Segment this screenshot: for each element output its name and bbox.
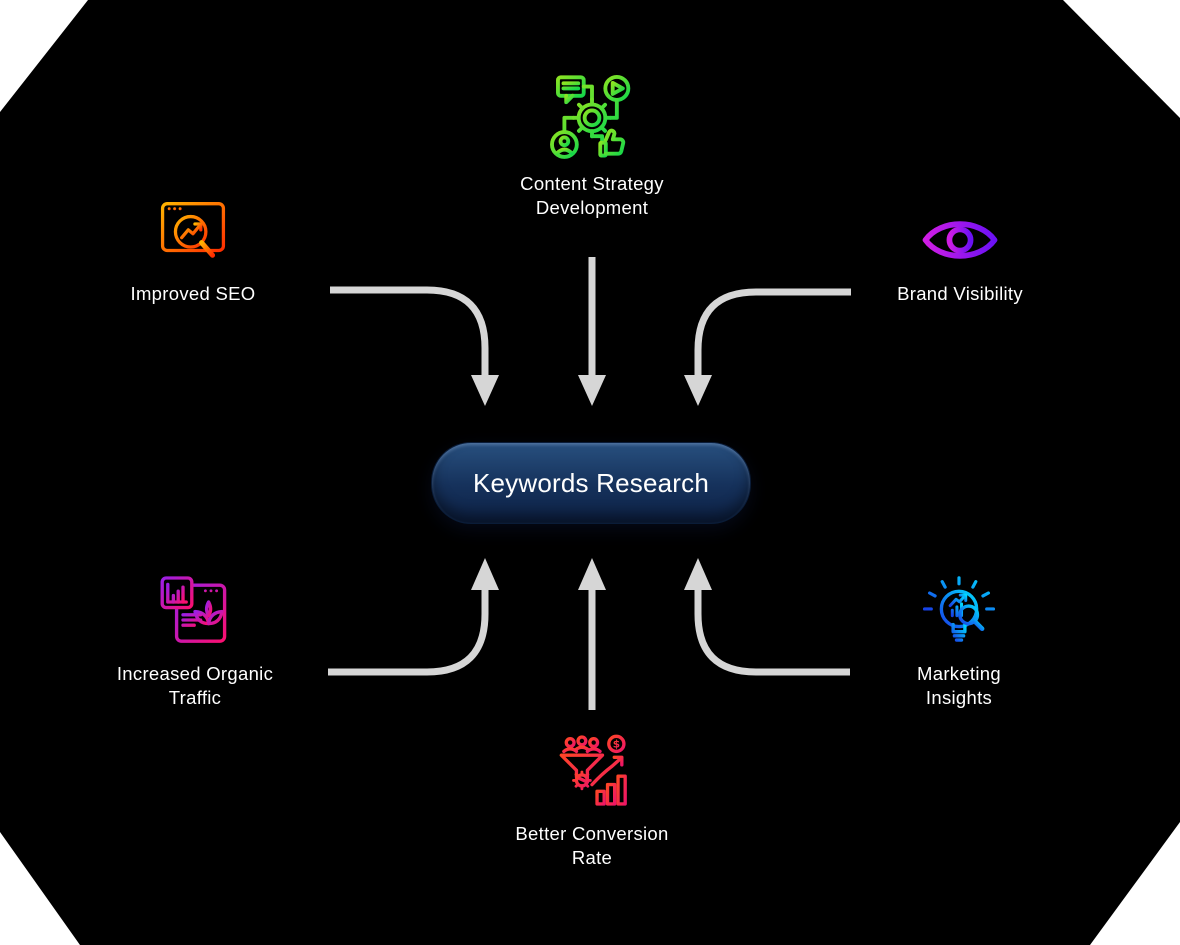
- node-increased-organic-traffic: Increased Organic Traffic: [75, 574, 315, 710]
- arrow-improved-seo: [330, 286, 489, 377]
- node-label-line: Development: [535, 197, 649, 218]
- node-label: Content Strategy Development: [520, 172, 664, 220]
- arrow-marketing-insights: [694, 588, 850, 676]
- node-label-line: Improved SEO: [130, 283, 256, 304]
- arrowhead-improved-seo: [471, 375, 499, 406]
- node-label-line: Better Conversion: [515, 823, 669, 844]
- organic-traffic-plant-icon: [160, 576, 227, 643]
- node-label: Better Conversion Rate: [515, 822, 668, 870]
- dollar-glyph: $: [613, 739, 620, 751]
- node-label-line: Insights: [925, 687, 993, 708]
- node-content-strategy-development: Content Strategy Development: [472, 70, 712, 220]
- arrowhead-organic-traffic: [471, 558, 499, 590]
- node-brand-visibility: Brand Visibility: [840, 194, 1080, 306]
- arrow-brand-visibility: [694, 288, 851, 377]
- node-label: Improved SEO: [131, 282, 256, 306]
- arrowhead-content-strategy: [578, 375, 606, 406]
- node-label: Increased Organic Traffic: [117, 662, 273, 710]
- node-label-line: Increased Organic: [116, 663, 274, 684]
- node-label-line: Rate: [571, 847, 613, 868]
- arrowhead-conversion-rate: [578, 558, 606, 590]
- arrowhead-brand-visibility: [684, 375, 712, 406]
- eye-icon: [922, 221, 998, 259]
- node-label: Brand Visibility: [897, 282, 1023, 306]
- keywords-research-label: Keywords Research: [472, 467, 710, 498]
- node-label-line: Brand Visibility: [897, 283, 1023, 304]
- conversion-funnel-icon: $: [559, 734, 627, 806]
- arrow-organic-traffic: [328, 588, 489, 676]
- keywords-research-pill: Keywords Research: [431, 442, 751, 524]
- node-better-conversion-rate: $ Better Conversion Rate: [472, 730, 712, 870]
- insight-lightbulb-icon: [922, 576, 996, 642]
- node-label-line: Traffic: [168, 687, 222, 708]
- node-label: Marketing Insights: [917, 662, 1001, 710]
- node-label-line: Marketing: [917, 663, 1001, 684]
- seo-browser-magnifier-icon: [160, 202, 226, 258]
- arrowhead-marketing-insights: [684, 558, 712, 590]
- node-label-line: Content Strategy: [520, 173, 664, 194]
- node-improved-seo: Improved SEO: [73, 192, 313, 306]
- content-strategy-icon: [550, 74, 631, 159]
- node-marketing-insights: Marketing Insights: [839, 572, 1079, 710]
